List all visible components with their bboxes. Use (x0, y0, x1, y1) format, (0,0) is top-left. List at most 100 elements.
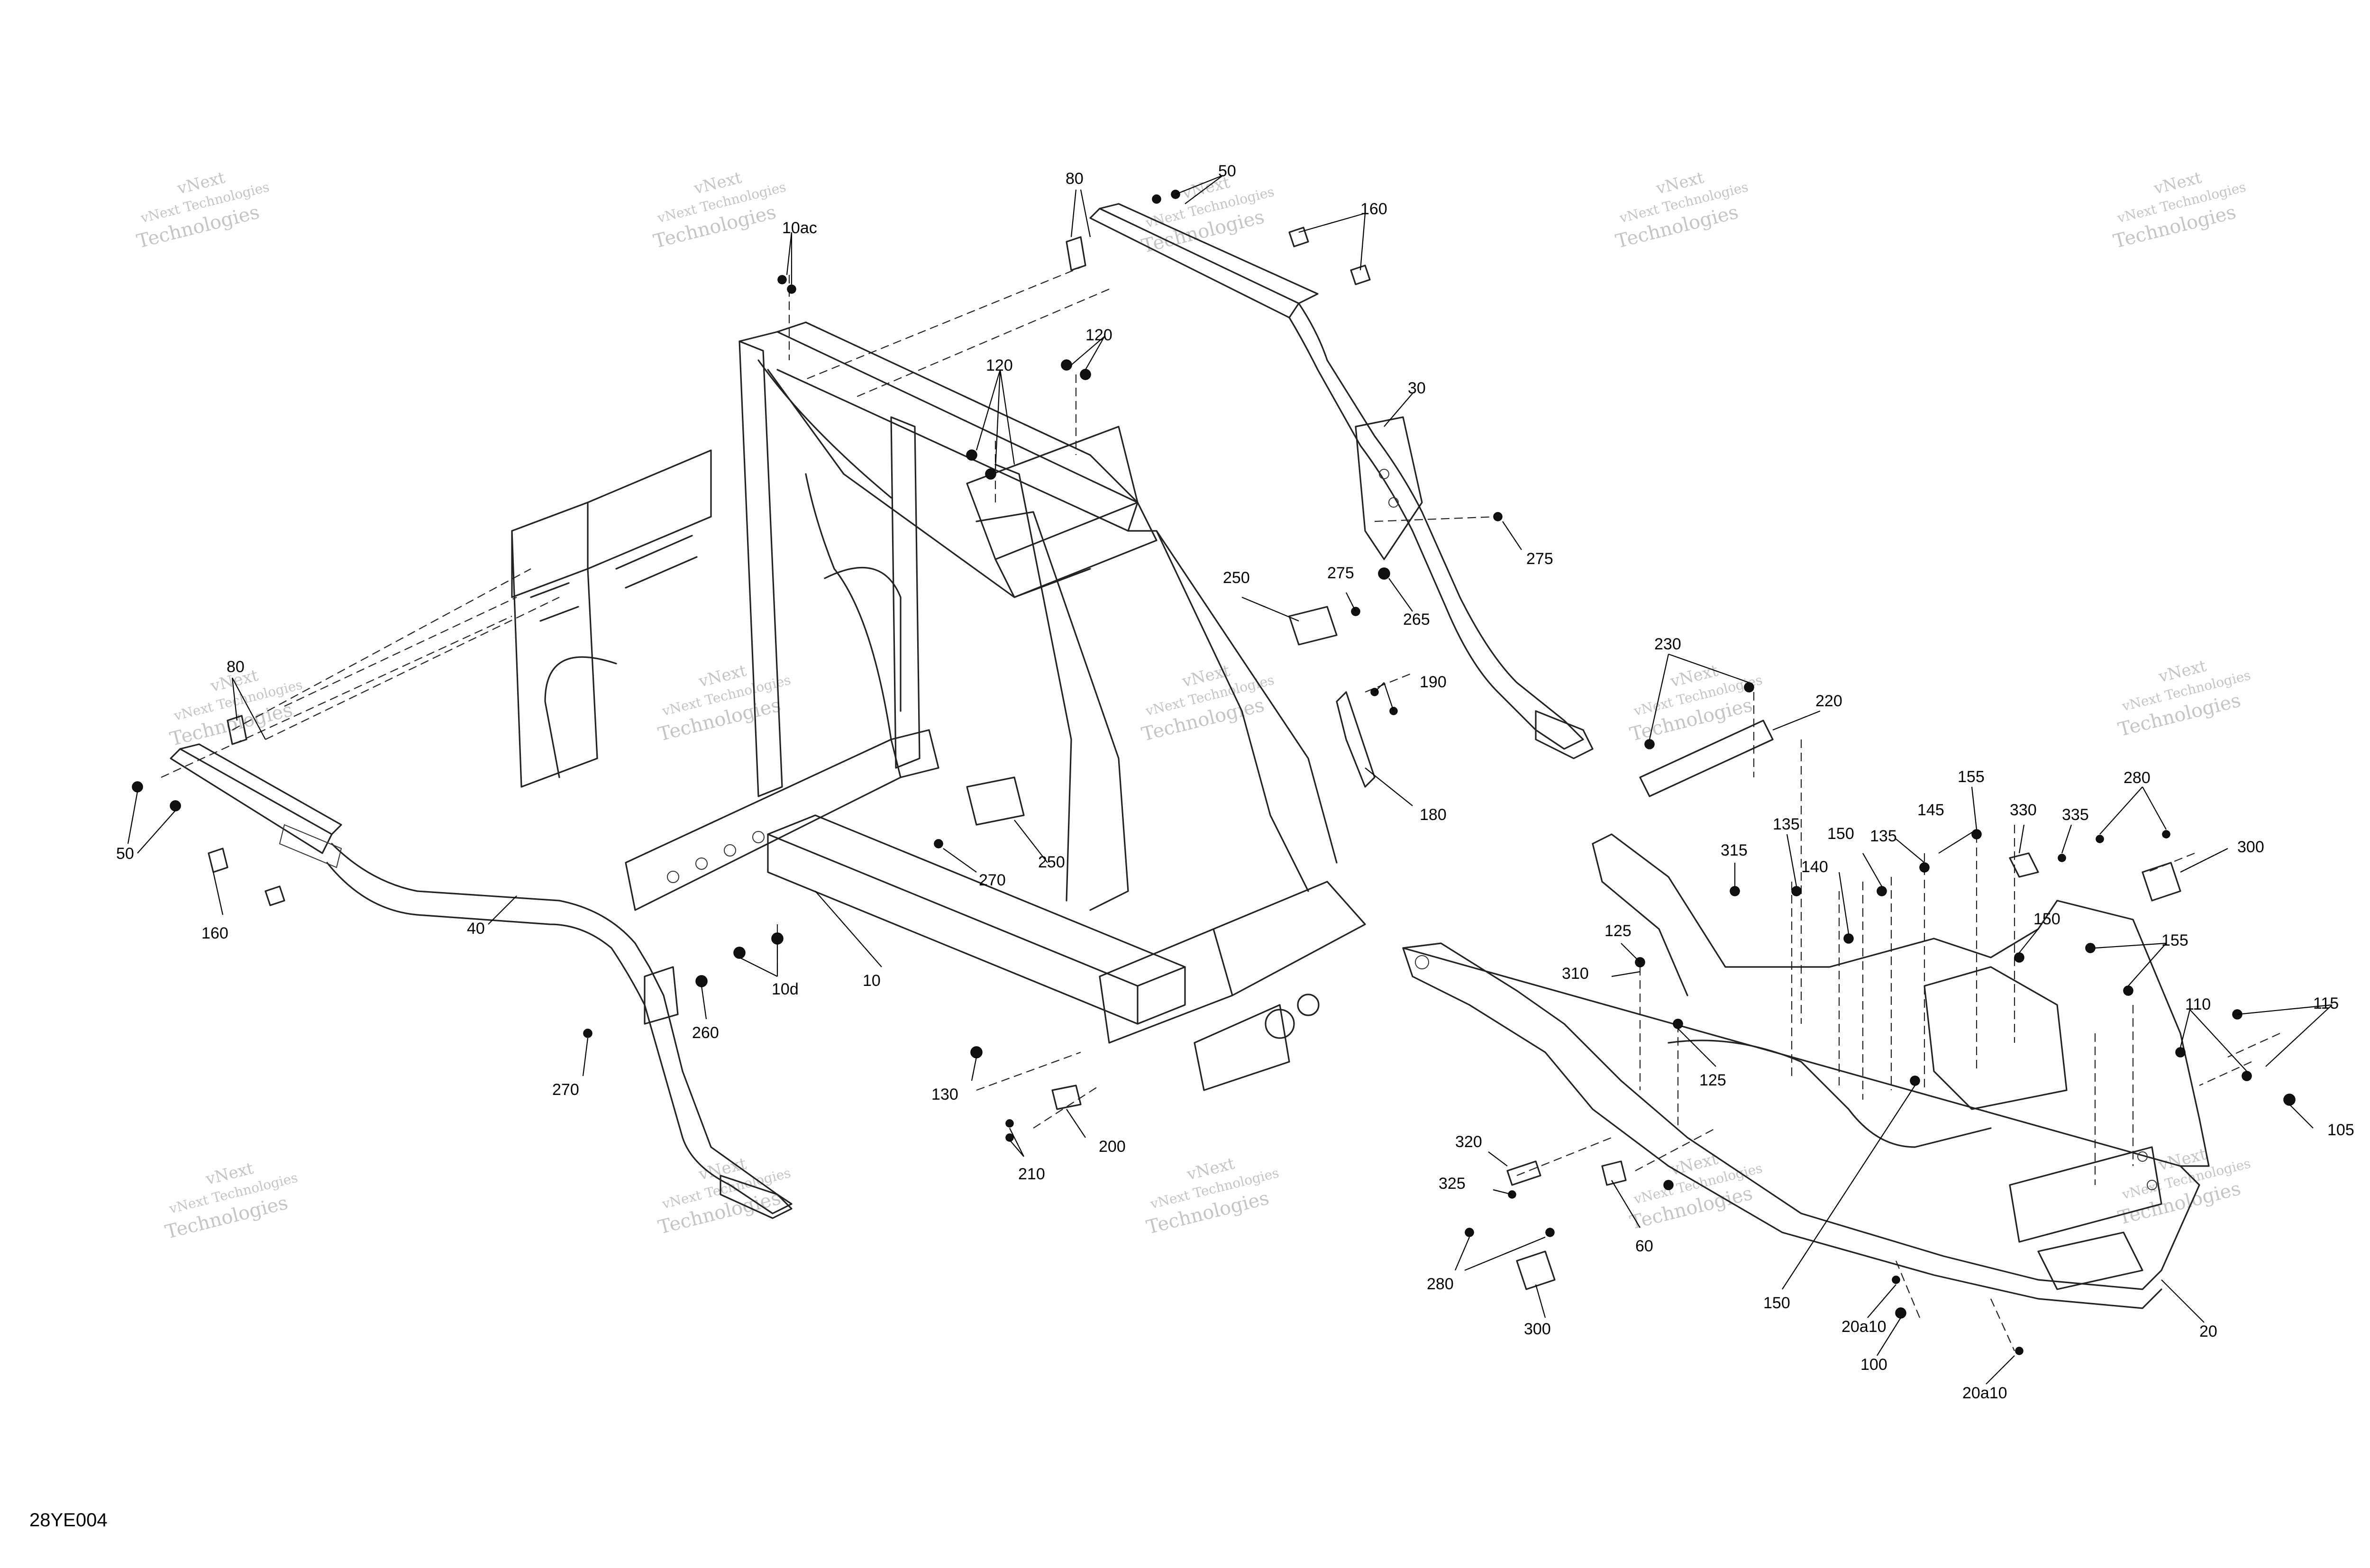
callout-20: 20 (2199, 1322, 2217, 1340)
callout-115: 115 (2313, 994, 2339, 1012)
nut-icon (1843, 933, 1854, 944)
callout-160-left: 160 (201, 924, 228, 942)
watermark: vNext vNext Technologies Technologies (1628, 1149, 1764, 1234)
upper-bar-part-30 (1089, 203, 1594, 759)
callout-145: 145 (1917, 801, 1944, 819)
callout-20a10-a: 20a10 (1841, 1318, 1887, 1336)
watermark: vNext vNext Technologies Technologies (656, 661, 793, 746)
nut-icon (970, 1046, 983, 1058)
callout-105: 105 (2327, 1121, 2354, 1139)
nut-part-160-top-a (1288, 227, 1309, 247)
nut-icon (2242, 1071, 2252, 1081)
callout-280-a: 280 (2124, 769, 2151, 787)
bolt-icon (934, 839, 943, 848)
callout-335: 335 (2062, 806, 2089, 824)
callout-250-b: 250 (1038, 853, 1065, 871)
callout-110: 110 (2185, 995, 2211, 1013)
bolt-icon (2096, 835, 2104, 843)
watermark: vNext vNext Technologies Technologies (2111, 168, 2248, 253)
bolt-icon (2058, 854, 2066, 862)
callout-310: 310 (1562, 965, 1589, 983)
callout-10: 10 (863, 972, 881, 990)
bolt-icon (583, 1029, 592, 1038)
bracket-part-250-bottom (966, 776, 1025, 826)
bolt-icon (1892, 1276, 1900, 1284)
callout-320: 320 (1455, 1133, 1482, 1151)
callout-315: 315 (1721, 841, 1748, 859)
callout-265: 265 (1403, 611, 1430, 629)
nut-icon (1919, 862, 1930, 873)
drawing-code: 28YE004 (29, 1510, 108, 1531)
callout-270-b: 270 (552, 1081, 579, 1099)
nut-icon (2123, 985, 2133, 996)
callout-135-a: 135 (1773, 815, 1800, 833)
watermark: vNext vNext Technologies Technologies (651, 168, 788, 253)
plate-part-220 (1639, 720, 1774, 797)
callout-150-b: 150 (2033, 910, 2060, 928)
skid-plate-part-20 (1402, 833, 2210, 1309)
callout-270-a: 270 (979, 871, 1006, 889)
watermark: vNext vNext Technologies Technologies (2116, 1145, 2252, 1229)
clip-part-320 (1506, 1160, 1541, 1186)
bracket-part-60 (1601, 1160, 1627, 1186)
callout-120-b: 120 (986, 356, 1013, 374)
bolt-icon (170, 800, 181, 811)
nut-icon (1673, 1019, 1683, 1029)
callout-300-b: 300 (1524, 1320, 1551, 1338)
watermark-group: vNext vNext Technologies Technologies vN… (135, 168, 2252, 1243)
nut-icon (1730, 886, 1740, 896)
nut-icon (771, 932, 784, 945)
watermark: vNext vNext Technologies Technologies (656, 1154, 793, 1239)
nut-icon (966, 449, 977, 461)
callout-190: 190 (1420, 673, 1447, 691)
leader-lines (127, 174, 2333, 1385)
watermark: vNext vNext Technologies Technologies (1628, 661, 1764, 746)
callout-275-a: 275 (1526, 550, 1553, 568)
callout-180: 180 (1420, 806, 1447, 824)
nut-icon (2014, 952, 2024, 963)
bolt-icon (132, 781, 143, 793)
callout-20a10-b: 20a10 (1962, 1384, 2007, 1402)
callout-230: 230 (1654, 635, 1681, 653)
callout-10ac: 10ac (782, 219, 817, 237)
nut-icon (1971, 829, 1982, 839)
callout-50-top: 50 (1218, 162, 1236, 180)
callout-280-b: 280 (1427, 1275, 1454, 1293)
watermark: vNext vNext Technologies Technologies (1144, 1154, 1281, 1239)
nut-icon (1895, 1307, 1906, 1319)
callout-100: 100 (1860, 1356, 1887, 1374)
clip-part-330 (2009, 852, 2039, 878)
bracket-part-300-right (2142, 862, 2181, 902)
callout-260: 260 (692, 1024, 719, 1042)
callout-325: 325 (1439, 1175, 1466, 1193)
bolt-icon (1005, 1119, 1014, 1128)
bolt-icon (1005, 1133, 1014, 1142)
bolt-icon (1744, 682, 1754, 693)
callout-60: 60 (1635, 1237, 1653, 1255)
callout-150-a: 150 (1827, 825, 1854, 843)
bolt-icon (1545, 1228, 1555, 1237)
bolt-icon (777, 275, 787, 284)
callout-140: 140 (1801, 858, 1828, 876)
callout-275-b: 275 (1327, 564, 1354, 582)
nut-icon (695, 975, 708, 987)
callout-155-b: 155 (2161, 931, 2188, 949)
clip-part-80-top (1066, 236, 1086, 271)
cap-part-200 (1051, 1085, 1082, 1110)
left-bar-part-40 (170, 743, 793, 1219)
bolt-icon (1493, 512, 1503, 521)
callout-150-c: 150 (1763, 1294, 1790, 1312)
callout-130: 130 (931, 1085, 958, 1103)
callout-125-b: 125 (1699, 1071, 1726, 1089)
bolt-icon (1465, 1228, 1474, 1237)
main-frame-part-10 (511, 321, 1366, 1091)
nut-icon (985, 468, 996, 480)
watermark: vNext vNext Technologies Technologies (1613, 168, 1750, 253)
nut-icon (1080, 369, 1091, 380)
bracket-part-180 (1336, 691, 1376, 788)
bolt-icon (2015, 1347, 2024, 1355)
bolt-icon (2162, 830, 2170, 839)
callout-330: 330 (2010, 801, 2037, 819)
callout-50-left: 50 (116, 845, 134, 863)
callout-labels: 80 50 160 10ac 120 120 30 275 265 250 27… (116, 162, 2354, 1402)
